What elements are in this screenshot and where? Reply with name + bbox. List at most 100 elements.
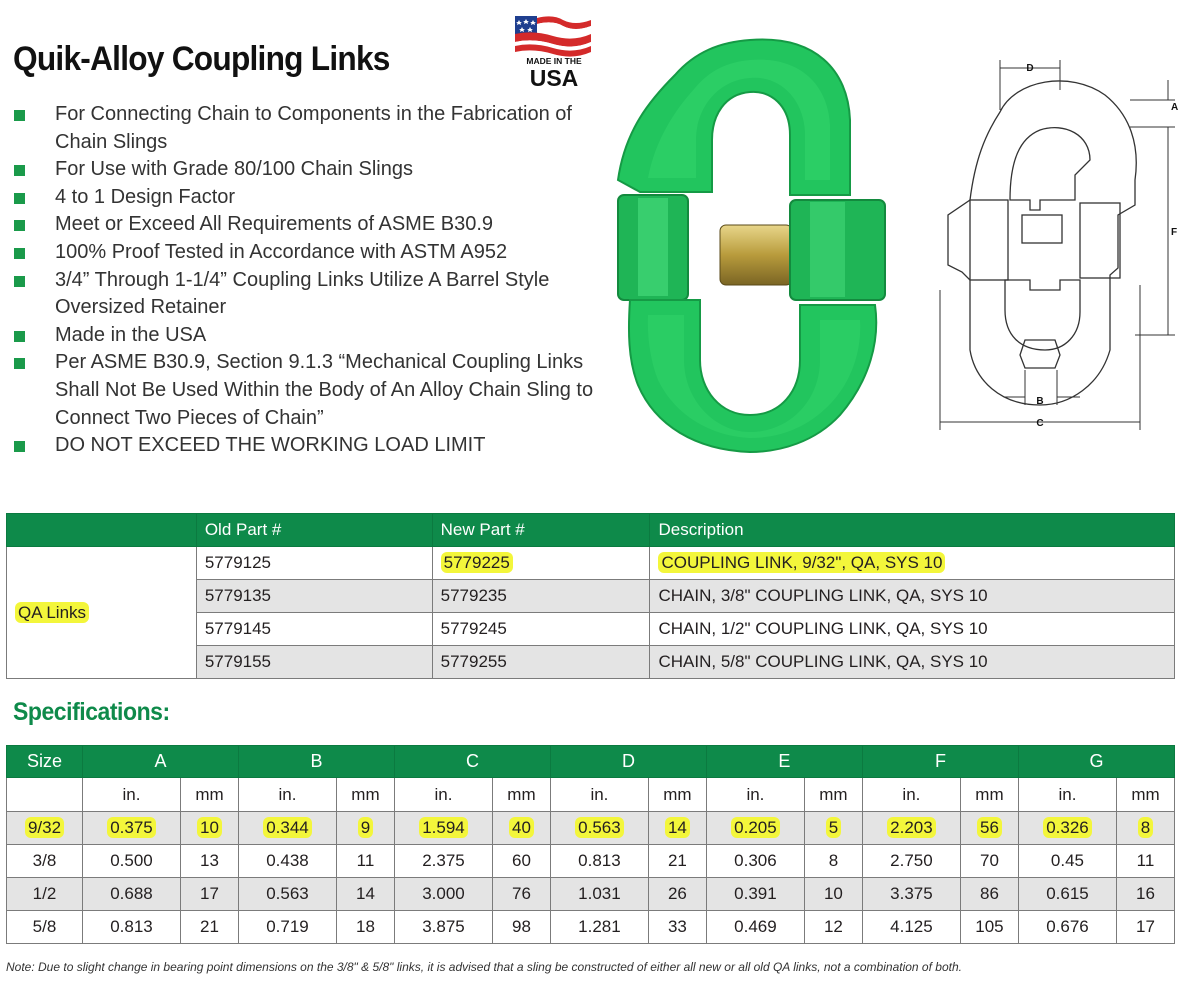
feature-item: For Connecting Chain to Components in th… <box>13 101 613 156</box>
new-part-cell: 5779225 <box>431 546 651 580</box>
spec-value-cell: 40 <box>491 811 551 845</box>
footnote: Note: Due to slight change in bearing po… <box>6 960 962 974</box>
spec-unit-cell: in. <box>393 777 493 812</box>
spec-value-cell: 0.438 <box>237 844 337 878</box>
feature-item: For Use with Grade 80/100 Chain Slings <box>13 156 613 184</box>
spec-value-cell: 105 <box>959 910 1019 944</box>
spec-unit-cell: mm <box>335 777 395 812</box>
description-cell: COUPLING LINK, 9/32", QA, SYS 10 <box>649 546 1175 580</box>
spec-value-cell: 9 <box>335 811 395 845</box>
spec-value-cell: 1.031 <box>549 877 649 911</box>
spec-group-header: B <box>237 745 395 778</box>
spec-value-cell: 0.563 <box>549 811 649 845</box>
spec-value-cell: 0.563 <box>237 877 337 911</box>
spec-value-cell: 0.719 <box>237 910 337 944</box>
spec-value-cell: 4.125 <box>861 910 961 944</box>
spec-unit-cell: mm <box>959 777 1019 812</box>
spec-unit-cell: in. <box>237 777 337 812</box>
spec-value-cell: 0.306 <box>705 844 805 878</box>
spec-unit-cell: mm <box>803 777 863 812</box>
spec-value-cell: 2.203 <box>861 811 961 845</box>
spec-value-cell: 17 <box>1115 910 1176 944</box>
feature-item: 3/4” Through 1-1/4” Coupling Links Utili… <box>13 267 613 322</box>
spec-value-cell: 2.750 <box>861 844 961 878</box>
description-cell: CHAIN, 3/8" COUPLING LINK, QA, SYS 10 <box>649 579 1175 613</box>
spec-group-header: D <box>549 745 707 778</box>
parts-header-old: Old Part # <box>195 513 433 547</box>
old-part-cell: 5779145 <box>195 612 433 646</box>
bullet-square-icon <box>14 275 25 287</box>
table-row: QA Links 5779125 5779225 COUPLING LINK, … <box>6 546 1175 679</box>
spec-value-cell: 70 <box>959 844 1019 878</box>
spec-size-cell: 9/32 <box>6 811 83 845</box>
spec-value-cell: 10 <box>803 877 863 911</box>
spec-size-cell: 5/8 <box>6 910 83 944</box>
feature-list: For Connecting Chain to Components in th… <box>13 101 613 460</box>
spec-value-cell: 26 <box>647 877 707 911</box>
parts-header-description: Description <box>649 513 1175 547</box>
spec-unit-cell: in. <box>705 777 805 812</box>
spec-value-cell: 1.281 <box>549 910 649 944</box>
spec-value-cell: 14 <box>335 877 395 911</box>
bullet-square-icon <box>14 441 25 453</box>
spec-unit-cell: mm <box>1115 777 1176 812</box>
parts-group-label: QA Links <box>15 601 90 623</box>
spec-value-cell: 0.500 <box>82 844 181 878</box>
spec-value-cell: 56 <box>959 811 1019 845</box>
parts-header-new: New Part # <box>431 513 651 547</box>
spec-value-cell: 0.615 <box>1017 877 1117 911</box>
spec-value-cell: 11 <box>335 844 395 878</box>
bullet-square-icon <box>14 247 25 259</box>
spec-group-header: A <box>82 745 239 778</box>
spec-unit-cell: mm <box>491 777 551 812</box>
new-part-cell: 5779235 <box>431 579 651 613</box>
spec-value-cell: 0.326 <box>1017 811 1117 845</box>
bullet-square-icon <box>14 358 25 370</box>
logo-line1: MADE IN THE <box>526 56 582 66</box>
bullet-square-icon <box>14 165 25 177</box>
spec-value-cell: 21 <box>647 844 707 878</box>
diagram-label-f: F <box>1171 227 1177 238</box>
spec-group-header: E <box>705 745 863 778</box>
spec-value-cell: 18 <box>335 910 395 944</box>
spec-value-cell: 3.375 <box>861 877 961 911</box>
spec-value-cell: 0.688 <box>82 877 181 911</box>
spec-value-cell: 0.391 <box>705 877 805 911</box>
feature-item: Per ASME B30.9, Section 9.1.3 “Mechanica… <box>13 349 613 432</box>
spec-value-cell: 0.813 <box>82 910 181 944</box>
spec-group-header: F <box>861 745 1019 778</box>
spec-unit-cell: in. <box>82 777 181 812</box>
description-cell: CHAIN, 5/8" COUPLING LINK, QA, SYS 10 <box>649 645 1175 679</box>
parts-table: Old Part # New Part # Description QA Lin… <box>6 513 1175 679</box>
spec-value-cell: 0.676 <box>1017 910 1117 944</box>
old-part-cell: 5779125 <box>195 546 433 580</box>
spec-group-header: C <box>393 745 551 778</box>
spec-unit-cell: mm <box>647 777 707 812</box>
description-cell: CHAIN, 1/2" COUPLING LINK, QA, SYS 10 <box>649 612 1175 646</box>
spec-unit-cell: in. <box>549 777 649 812</box>
parts-header-empty <box>6 513 197 547</box>
spec-group-header-row: Size A B C D E F G <box>6 745 1176 778</box>
new-part-cell: 5779245 <box>431 612 651 646</box>
spec-value-cell: 1.594 <box>393 811 493 845</box>
bullet-square-icon <box>14 220 25 232</box>
bullet-square-icon <box>14 330 25 342</box>
spec-value-cell: 33 <box>647 910 707 944</box>
old-part-cell: 5779155 <box>195 645 433 679</box>
spec-value-cell: 14 <box>647 811 707 845</box>
spec-value-cell: 3.000 <box>393 877 493 911</box>
spec-size-cell: 1/2 <box>6 877 83 911</box>
spec-unit-cell: in. <box>1017 777 1117 812</box>
spec-value-cell: 0.813 <box>549 844 649 878</box>
spec-value-cell: 21 <box>179 910 239 944</box>
parts-header-row: Old Part # New Part # Description <box>6 513 1175 547</box>
feature-item: DO NOT EXCEED THE WORKING LOAD LIMIT <box>13 432 613 460</box>
spec-value-cell: 76 <box>491 877 551 911</box>
spec-size-header: Size <box>6 745 83 778</box>
spec-unit-cell: in. <box>861 777 961 812</box>
